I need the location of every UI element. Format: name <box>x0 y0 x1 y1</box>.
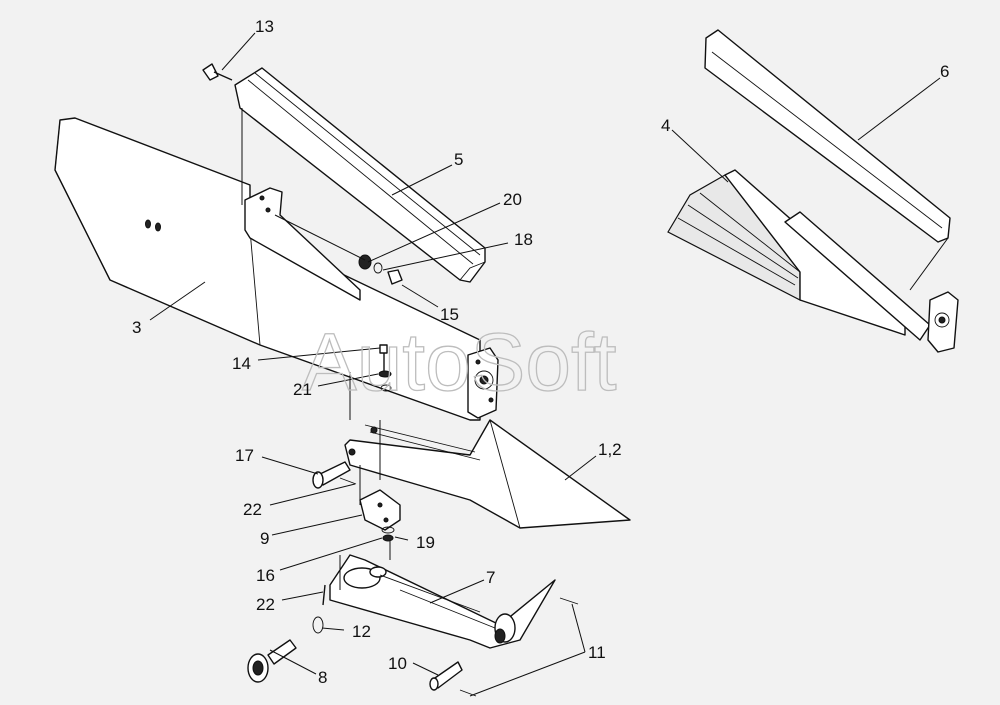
callout-22-upper: 22 <box>243 500 262 519</box>
callout-11: 11 <box>588 643 606 662</box>
part-4-guard <box>667 169 931 341</box>
callout-20: 20 <box>503 190 522 209</box>
callout-16: 16 <box>256 566 275 585</box>
callout-5: 5 <box>454 150 463 169</box>
callout-22-lower: 22 <box>256 595 275 614</box>
callout-19: 19 <box>416 533 435 552</box>
callout-18: 18 <box>514 230 533 249</box>
callout-12: 12 <box>352 622 371 641</box>
callout-15: 15 <box>440 305 459 324</box>
pin-8 <box>247 639 297 683</box>
callout-7: 7 <box>486 568 495 587</box>
leader-lines <box>149 32 941 697</box>
callout-14: 14 <box>232 354 251 373</box>
part-9-bracket <box>359 489 401 531</box>
callout-3: 3 <box>132 318 141 337</box>
watermark-text: AutoSoft <box>302 317 617 408</box>
ring-12-cotter-22 <box>312 584 326 634</box>
part-7-skid <box>329 554 556 649</box>
callout-8: 8 <box>318 668 327 687</box>
callout-13: 13 <box>255 17 274 36</box>
part-3-bracket <box>244 187 499 419</box>
part-3-side-shield <box>54 117 481 421</box>
callout-4: 4 <box>661 116 670 135</box>
callout-17: 17 <box>235 446 254 465</box>
callout-9: 9 <box>260 529 269 548</box>
pin-17-cotter-22 <box>312 461 357 489</box>
washers-nut-18-20-15 <box>358 254 403 285</box>
part-5-channel <box>234 67 486 283</box>
bolt-14-washer-21 <box>378 344 392 392</box>
bolt-13 <box>202 63 233 81</box>
callout-labels: 13 6 4 5 20 18 3 15 14 21 1,2 17 22 9 19… <box>132 17 949 687</box>
callout-10: 10 <box>388 654 407 673</box>
washer-19-nut-16 <box>381 526 395 542</box>
callout-6: 6 <box>940 62 949 81</box>
part-1-2-divider-point <box>344 419 631 529</box>
part-6-channel <box>704 29 959 353</box>
callout-21: 21 <box>293 380 312 399</box>
callout-1-2: 1,2 <box>598 440 622 459</box>
